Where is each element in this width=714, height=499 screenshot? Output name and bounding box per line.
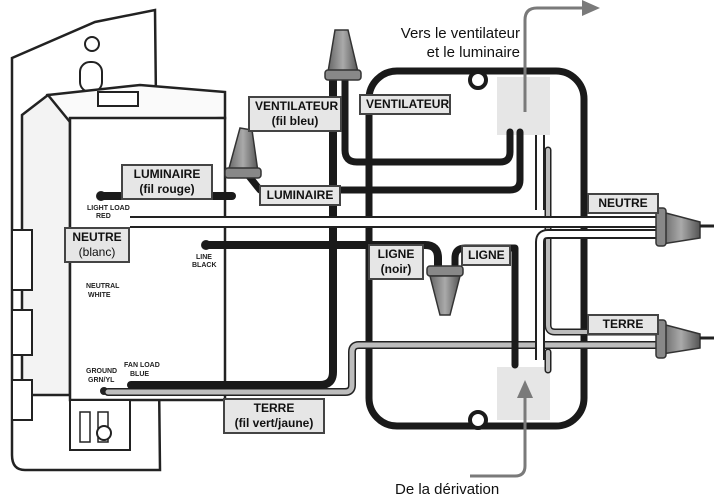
- device-label-line: LINE: [196, 254, 212, 261]
- callout-neutre: NEUTRE: [587, 193, 659, 214]
- strap-slot: [79, 61, 103, 93]
- callout-title: VENTILATEUR: [255, 99, 339, 113]
- switch-device: [10, 8, 227, 472]
- wire-nut-ligne: [426, 265, 464, 316]
- arrow-from-branch: [470, 380, 533, 478]
- device-label-neutral: NEUTRAL: [86, 283, 120, 290]
- box-screw-hole-top: [468, 70, 488, 90]
- box-screw-hole-bottom: [468, 410, 488, 430]
- callout-subtitle: (fil vert/jaune): [234, 416, 314, 430]
- callout-neutre-blanc: NEUTRE (blanc): [64, 227, 130, 263]
- callout-terre-vert-jaune: TERRE (fil vert/jaune): [223, 398, 325, 434]
- arrow-to-fan: [523, 0, 600, 112]
- device-label-black: BLACK: [192, 262, 217, 269]
- annotation-line-1: Vers le ventilateur: [400, 25, 520, 42]
- strap-screw-hole: [84, 36, 100, 52]
- callout-title: TERRE: [253, 401, 295, 415]
- callout-title: LUMINAIRE: [133, 167, 201, 181]
- device-label-red: RED: [96, 213, 111, 220]
- device-label-blue: BLUE: [130, 371, 150, 378]
- callout-luminaire-rouge: LUMINAIRE (fil rouge): [121, 164, 213, 200]
- wire-nut-ventilateur: [324, 29, 362, 81]
- wire-nut-terre: [655, 319, 714, 359]
- annotation-line-2: et le luminaire: [426, 44, 520, 61]
- device-label-grn-yl: GRN/YL: [88, 377, 115, 384]
- callout-luminaire: LUMINAIRE: [259, 185, 341, 206]
- wire-nut-neutre: [655, 207, 714, 247]
- annotation-de-la-derivation: De la dérivation: [395, 481, 500, 498]
- callout-terre: TERRE: [587, 314, 659, 335]
- device-label-white: WHITE: [88, 292, 111, 299]
- device-label-ground: GROUND: [86, 368, 118, 375]
- callout-subtitle: (fil bleu): [271, 114, 319, 128]
- annotation-vers-ventilateur: Vers le ventilateur et le luminaire: [370, 24, 520, 62]
- callout-ventilateur: VENTILATEUR: [359, 94, 451, 115]
- callout-subtitle: (noir): [380, 262, 412, 276]
- callout-title: LIGNE: [377, 247, 415, 261]
- wire-nut-luminaire: [224, 127, 262, 179]
- device-label-light-load: LIGHT LOAD: [87, 205, 130, 212]
- callout-subtitle: (fil rouge): [139, 182, 195, 196]
- device-label-fan-load: FAN LOAD: [124, 362, 160, 369]
- terminal-screw: [96, 425, 112, 441]
- callout-ligne-noir: LIGNE (noir): [368, 244, 424, 280]
- callout-subtitle: (blanc): [78, 245, 116, 259]
- neutral-wires: [130, 135, 675, 360]
- ground-wires: [104, 146, 679, 396]
- callout-ligne: LIGNE: [461, 245, 511, 266]
- callout-title: NEUTRE: [72, 230, 122, 244]
- callout-ventilateur-bleu: VENTILATEUR (fil bleu): [248, 96, 342, 132]
